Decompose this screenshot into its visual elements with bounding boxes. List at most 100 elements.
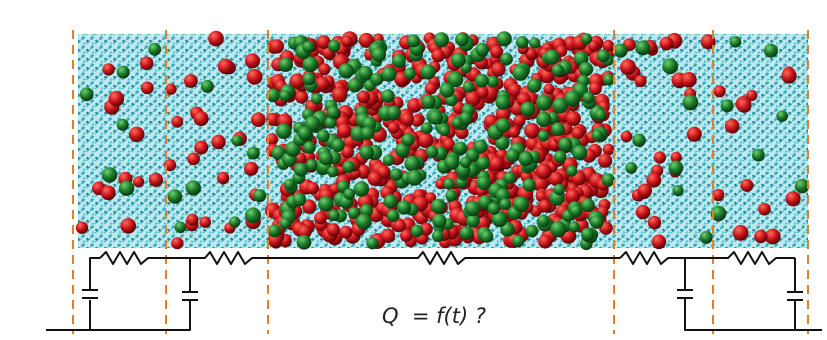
green-ion — [407, 34, 420, 48]
molecular-simulation-box — [75, 30, 810, 251]
green-ion — [601, 173, 615, 187]
green-ion — [475, 42, 489, 57]
red-ion — [571, 126, 585, 140]
green-ion — [318, 151, 333, 166]
green-ion — [410, 224, 424, 238]
red-ion — [634, 74, 647, 88]
red-ion — [316, 35, 331, 50]
green-ion — [672, 185, 684, 197]
green-ion — [359, 145, 375, 160]
green-ion — [569, 204, 583, 218]
red-ion — [746, 89, 758, 101]
red-ion — [549, 171, 564, 187]
green-ion — [513, 196, 530, 213]
green-ion — [327, 166, 339, 178]
green-ion — [370, 72, 384, 86]
green-ion — [447, 71, 464, 88]
green-ion — [487, 202, 501, 215]
red-ion — [513, 114, 526, 127]
red-ion — [341, 145, 355, 159]
red-ion — [400, 112, 414, 126]
red-ion — [754, 229, 768, 244]
green-ion — [331, 138, 345, 152]
red-ion — [245, 53, 260, 69]
green-ion — [185, 180, 201, 196]
green-ion — [247, 146, 260, 160]
red-ion — [431, 48, 445, 63]
red-ion — [602, 143, 615, 156]
red-ion — [164, 159, 177, 172]
red-ion — [216, 171, 230, 185]
right-outer-resistor — [685, 251, 795, 265]
red-ion — [659, 36, 674, 51]
green-ion — [553, 183, 565, 196]
green-ion — [167, 189, 183, 204]
green-ion — [296, 234, 312, 250]
green-ion — [466, 214, 480, 228]
green-ion — [581, 227, 595, 241]
green-ion — [464, 200, 481, 217]
green-ion — [101, 167, 118, 183]
red-ion — [508, 126, 520, 138]
red-ion — [686, 126, 702, 142]
green-ion — [596, 49, 610, 63]
left-outer-branch-wire — [89, 257, 100, 330]
green-ion — [342, 160, 355, 173]
green-ion — [316, 129, 330, 143]
green-ion — [454, 141, 467, 154]
red-ion — [217, 58, 234, 75]
green-ion — [328, 40, 341, 53]
green-ion — [245, 207, 261, 224]
red-ion — [171, 237, 184, 250]
green-ion — [537, 214, 550, 227]
green-ion — [552, 97, 569, 114]
red-ion — [100, 185, 116, 201]
green-ion — [348, 207, 360, 219]
green-ion — [589, 215, 604, 229]
red-ion — [602, 39, 615, 52]
red-ion — [647, 215, 662, 230]
green-ion — [572, 145, 588, 161]
red-ion — [489, 156, 504, 172]
red-ion — [635, 204, 651, 220]
red-ion — [713, 85, 726, 98]
green-ion — [495, 118, 511, 133]
green-ion — [395, 142, 410, 158]
green-ion — [496, 31, 512, 47]
green-ion — [443, 178, 455, 190]
red-ion — [295, 90, 309, 104]
green-ion — [500, 52, 513, 66]
red-ion — [75, 221, 89, 234]
red-ion — [543, 83, 555, 95]
green-ion — [318, 196, 334, 212]
green-ion — [592, 129, 604, 142]
green-ion — [271, 145, 286, 161]
green-ion — [682, 94, 699, 111]
red-ion — [165, 83, 177, 95]
green-ion — [568, 221, 580, 233]
green-ion — [381, 66, 397, 82]
green-ion — [495, 136, 510, 151]
green-ion — [297, 126, 313, 141]
green-ion — [404, 67, 416, 80]
red-ion — [490, 45, 504, 59]
green-ion — [536, 94, 552, 111]
red-ion — [357, 90, 370, 104]
green-ion — [294, 162, 308, 177]
green-ion — [473, 139, 488, 154]
green-ion — [662, 58, 679, 75]
equivalent-circuit — [46, 251, 822, 331]
green-ion — [551, 122, 565, 137]
red-ion — [184, 74, 198, 88]
green-ion — [512, 65, 529, 81]
red-ion — [400, 229, 413, 242]
green-ion — [253, 189, 267, 203]
green-ion — [566, 165, 578, 177]
red-ion — [476, 86, 489, 99]
green-ion — [266, 88, 280, 103]
red-ion — [507, 83, 522, 97]
green-ion — [401, 133, 415, 147]
red-ion — [651, 234, 667, 250]
red-ion — [740, 178, 754, 192]
